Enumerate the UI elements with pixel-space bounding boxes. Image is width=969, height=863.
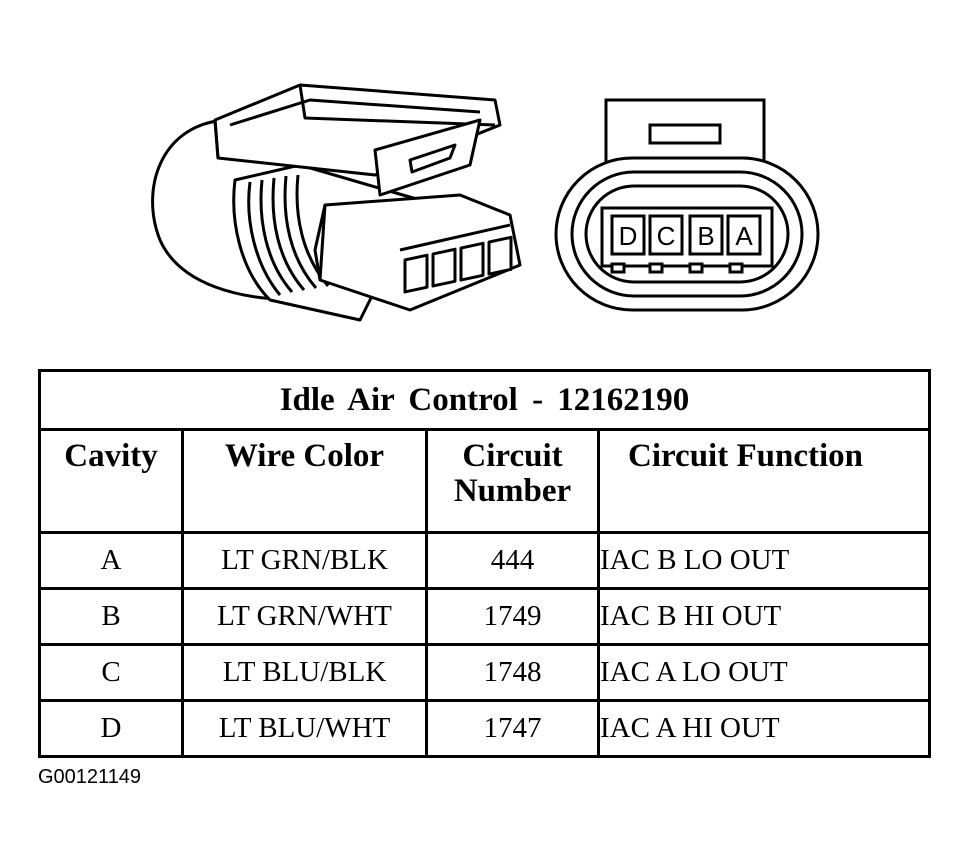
circuit-function-cell: IAC B LO OUT <box>597 531 931 590</box>
pin-label-a: A <box>735 221 753 251</box>
connector-illustration: D C B A <box>151 83 820 322</box>
wire-color-cell: LT GRN/WHT <box>181 587 428 646</box>
pin-label-d: D <box>619 221 638 251</box>
wire-color-cell: LT BLU/BLK <box>181 643 428 702</box>
table-row: D LT BLU/WHT 1747 IAC A HI OUT <box>38 699 931 758</box>
cavity-cell: B <box>38 587 184 646</box>
cavity-cell: A <box>38 531 184 590</box>
circuit-function-cell: IAC A HI OUT <box>597 699 931 758</box>
wire-color-cell: LT GRN/BLK <box>181 531 428 590</box>
circuit-function-cell: IAC B HI OUT <box>597 587 931 646</box>
header-cavity: Cavity <box>38 428 184 534</box>
table-title: Idle Air Control - 12162190 <box>38 369 931 431</box>
circuit-number-cell: 1749 <box>425 587 600 646</box>
cavity-cell: C <box>38 643 184 702</box>
header-circuit-function: Circuit Function <box>597 428 931 534</box>
connector-side-view <box>151 83 522 322</box>
table-row: A LT GRN/BLK 444 IAC B LO OUT <box>38 531 931 590</box>
table-row: C LT BLU/BLK 1748 IAC A LO OUT <box>38 643 931 702</box>
figure-id: G00121149 <box>38 766 142 788</box>
connector-face-view <box>554 98 820 312</box>
pin-label-c: C <box>657 221 676 251</box>
pinout-table: Idle Air Control - 12162190 Cavity Wire … <box>38 369 931 758</box>
table-row: B LT GRN/WHT 1749 IAC B HI OUT <box>38 587 931 646</box>
circuit-function-cell: IAC A LO OUT <box>597 643 931 702</box>
header-circuit-number: Circuit Number <box>425 428 600 534</box>
header-wire-color: Wire Color <box>181 428 428 534</box>
circuit-number-cell: 1748 <box>425 643 600 702</box>
circuit-number-cell: 1747 <box>425 699 600 758</box>
cavity-cell: D <box>38 699 184 758</box>
circuit-number-cell: 444 <box>425 531 600 590</box>
wire-color-cell: LT BLU/WHT <box>181 699 428 758</box>
pin-label-b: B <box>697 221 714 251</box>
